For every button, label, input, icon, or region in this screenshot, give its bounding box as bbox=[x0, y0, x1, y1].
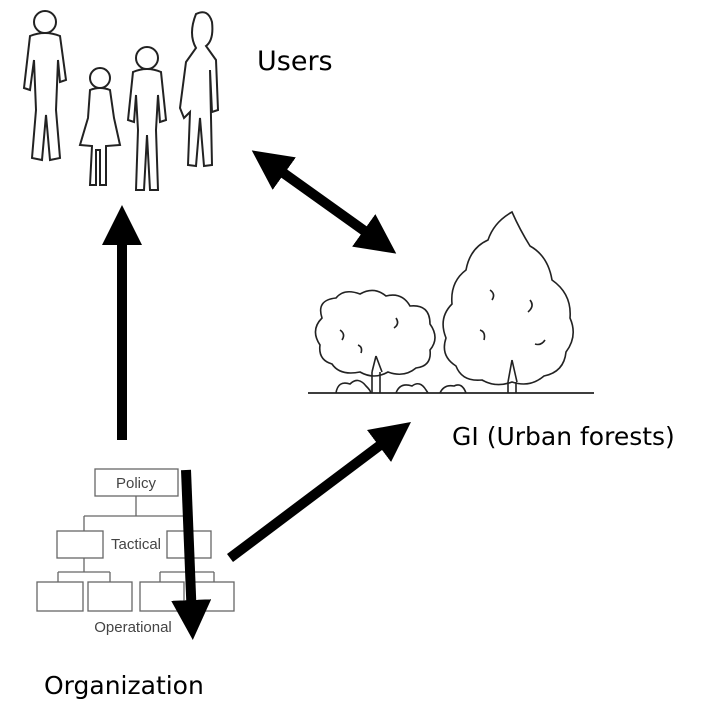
person-woman-icon bbox=[178, 11, 220, 168]
people-silhouettes-icon bbox=[22, 10, 220, 191]
org-box-op-2 bbox=[87, 581, 133, 612]
org-level-tactical: Tactical bbox=[111, 536, 161, 553]
arrows bbox=[102, 150, 411, 640]
org-level-operational: Operational bbox=[94, 619, 172, 636]
org-box-op-4 bbox=[189, 581, 235, 612]
users-label: Users bbox=[257, 46, 333, 77]
trees-icon bbox=[308, 210, 594, 394]
org-chart-icon: Policy Tactical Operational bbox=[36, 468, 235, 636]
arrow-organization-to-gi bbox=[226, 421, 411, 562]
org-box-op-3 bbox=[139, 581, 185, 612]
arrow-organization-down bbox=[171, 469, 212, 640]
large-tree-icon bbox=[442, 210, 574, 393]
arrow-users-gi bbox=[251, 150, 397, 254]
person-girl-icon bbox=[78, 67, 122, 186]
org-box-tactical-left bbox=[56, 530, 104, 559]
gi-label: GI (Urban forests) bbox=[452, 422, 675, 451]
shrubs-icon bbox=[335, 379, 467, 394]
person-man-icon bbox=[22, 10, 68, 162]
org-level-policy: Policy bbox=[116, 475, 157, 492]
organization-label: Organization bbox=[44, 671, 204, 700]
person-boy-icon bbox=[126, 46, 168, 191]
small-tree-icon bbox=[314, 289, 436, 393]
org-box-op-1 bbox=[36, 581, 84, 612]
